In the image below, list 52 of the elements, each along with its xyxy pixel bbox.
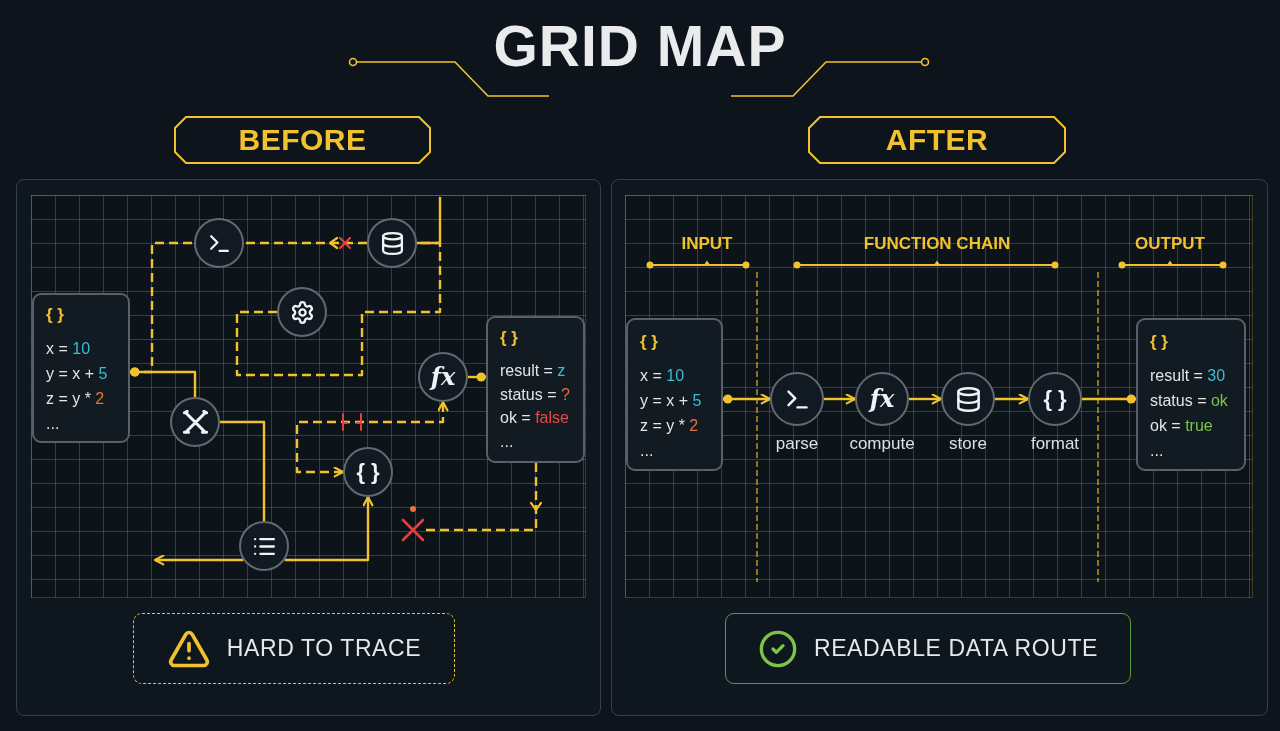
- code-line: z = y * 2: [46, 389, 105, 409]
- status-banner: [133, 613, 455, 684]
- code-line: ...: [500, 431, 514, 452]
- code-card: [32, 293, 130, 443]
- banner-text: HARD TO TRACE: [226, 637, 422, 660]
- arrow: [723, 393, 772, 405]
- arrow: [909, 393, 943, 405]
- code-braces: { }: [500, 327, 518, 349]
- step-caption: store: [949, 434, 987, 454]
- code-card: [626, 318, 723, 471]
- banner-text: READABLE DATA ROUTE: [813, 637, 1099, 660]
- dashed-arrow: [295, 400, 449, 478]
- status-banner: [725, 613, 1131, 684]
- connector: [417, 197, 442, 245]
- step-caption: parse: [775, 434, 819, 454]
- dashed-connector: [235, 241, 442, 377]
- code-line: result = z: [500, 361, 566, 381]
- code-line: ...: [46, 414, 60, 434]
- step-caption: compute: [849, 434, 915, 454]
- step-caption: format: [1030, 434, 1080, 454]
- code-card: [1136, 318, 1246, 471]
- page-title: GRID MAP: [493, 18, 787, 75]
- arrow: [284, 495, 374, 562]
- code-line: ...: [1150, 441, 1164, 461]
- code-line: y = x + 5: [46, 364, 108, 384]
- section-tag: BEFORE: [174, 116, 431, 164]
- code-line: y = x + 5: [640, 391, 702, 411]
- code-braces: { }: [640, 331, 658, 353]
- code-line: ...: [640, 441, 654, 461]
- code-line: status = ok: [1150, 391, 1228, 411]
- dashed-connector: [130, 241, 194, 377]
- cross-mark-icon: [401, 506, 425, 542]
- code-line: x = 10: [640, 366, 685, 386]
- section-label: OUTPUT: [1135, 233, 1205, 255]
- section-label: FUNCTION CHAIN: [863, 233, 1011, 255]
- section-tag: AFTER: [808, 116, 1066, 164]
- code-braces: { }: [1150, 331, 1168, 353]
- code-line: result = 30: [1150, 366, 1226, 386]
- code-line: ok = false: [500, 408, 569, 428]
- connector: [220, 420, 266, 521]
- connector: [1082, 394, 1136, 404]
- code-line: z = y * 2: [640, 416, 699, 436]
- code-line: status = ?: [500, 384, 570, 405]
- section-label: INPUT: [681, 233, 733, 255]
- arrow: [995, 393, 1030, 405]
- code-line: ok = true: [1150, 416, 1213, 436]
- arrow: [153, 554, 244, 566]
- code-line: x = 10: [46, 339, 91, 359]
- arrow: [824, 393, 857, 405]
- connector: [468, 372, 486, 382]
- code-card: [486, 316, 585, 463]
- code-braces: { }: [46, 304, 64, 326]
